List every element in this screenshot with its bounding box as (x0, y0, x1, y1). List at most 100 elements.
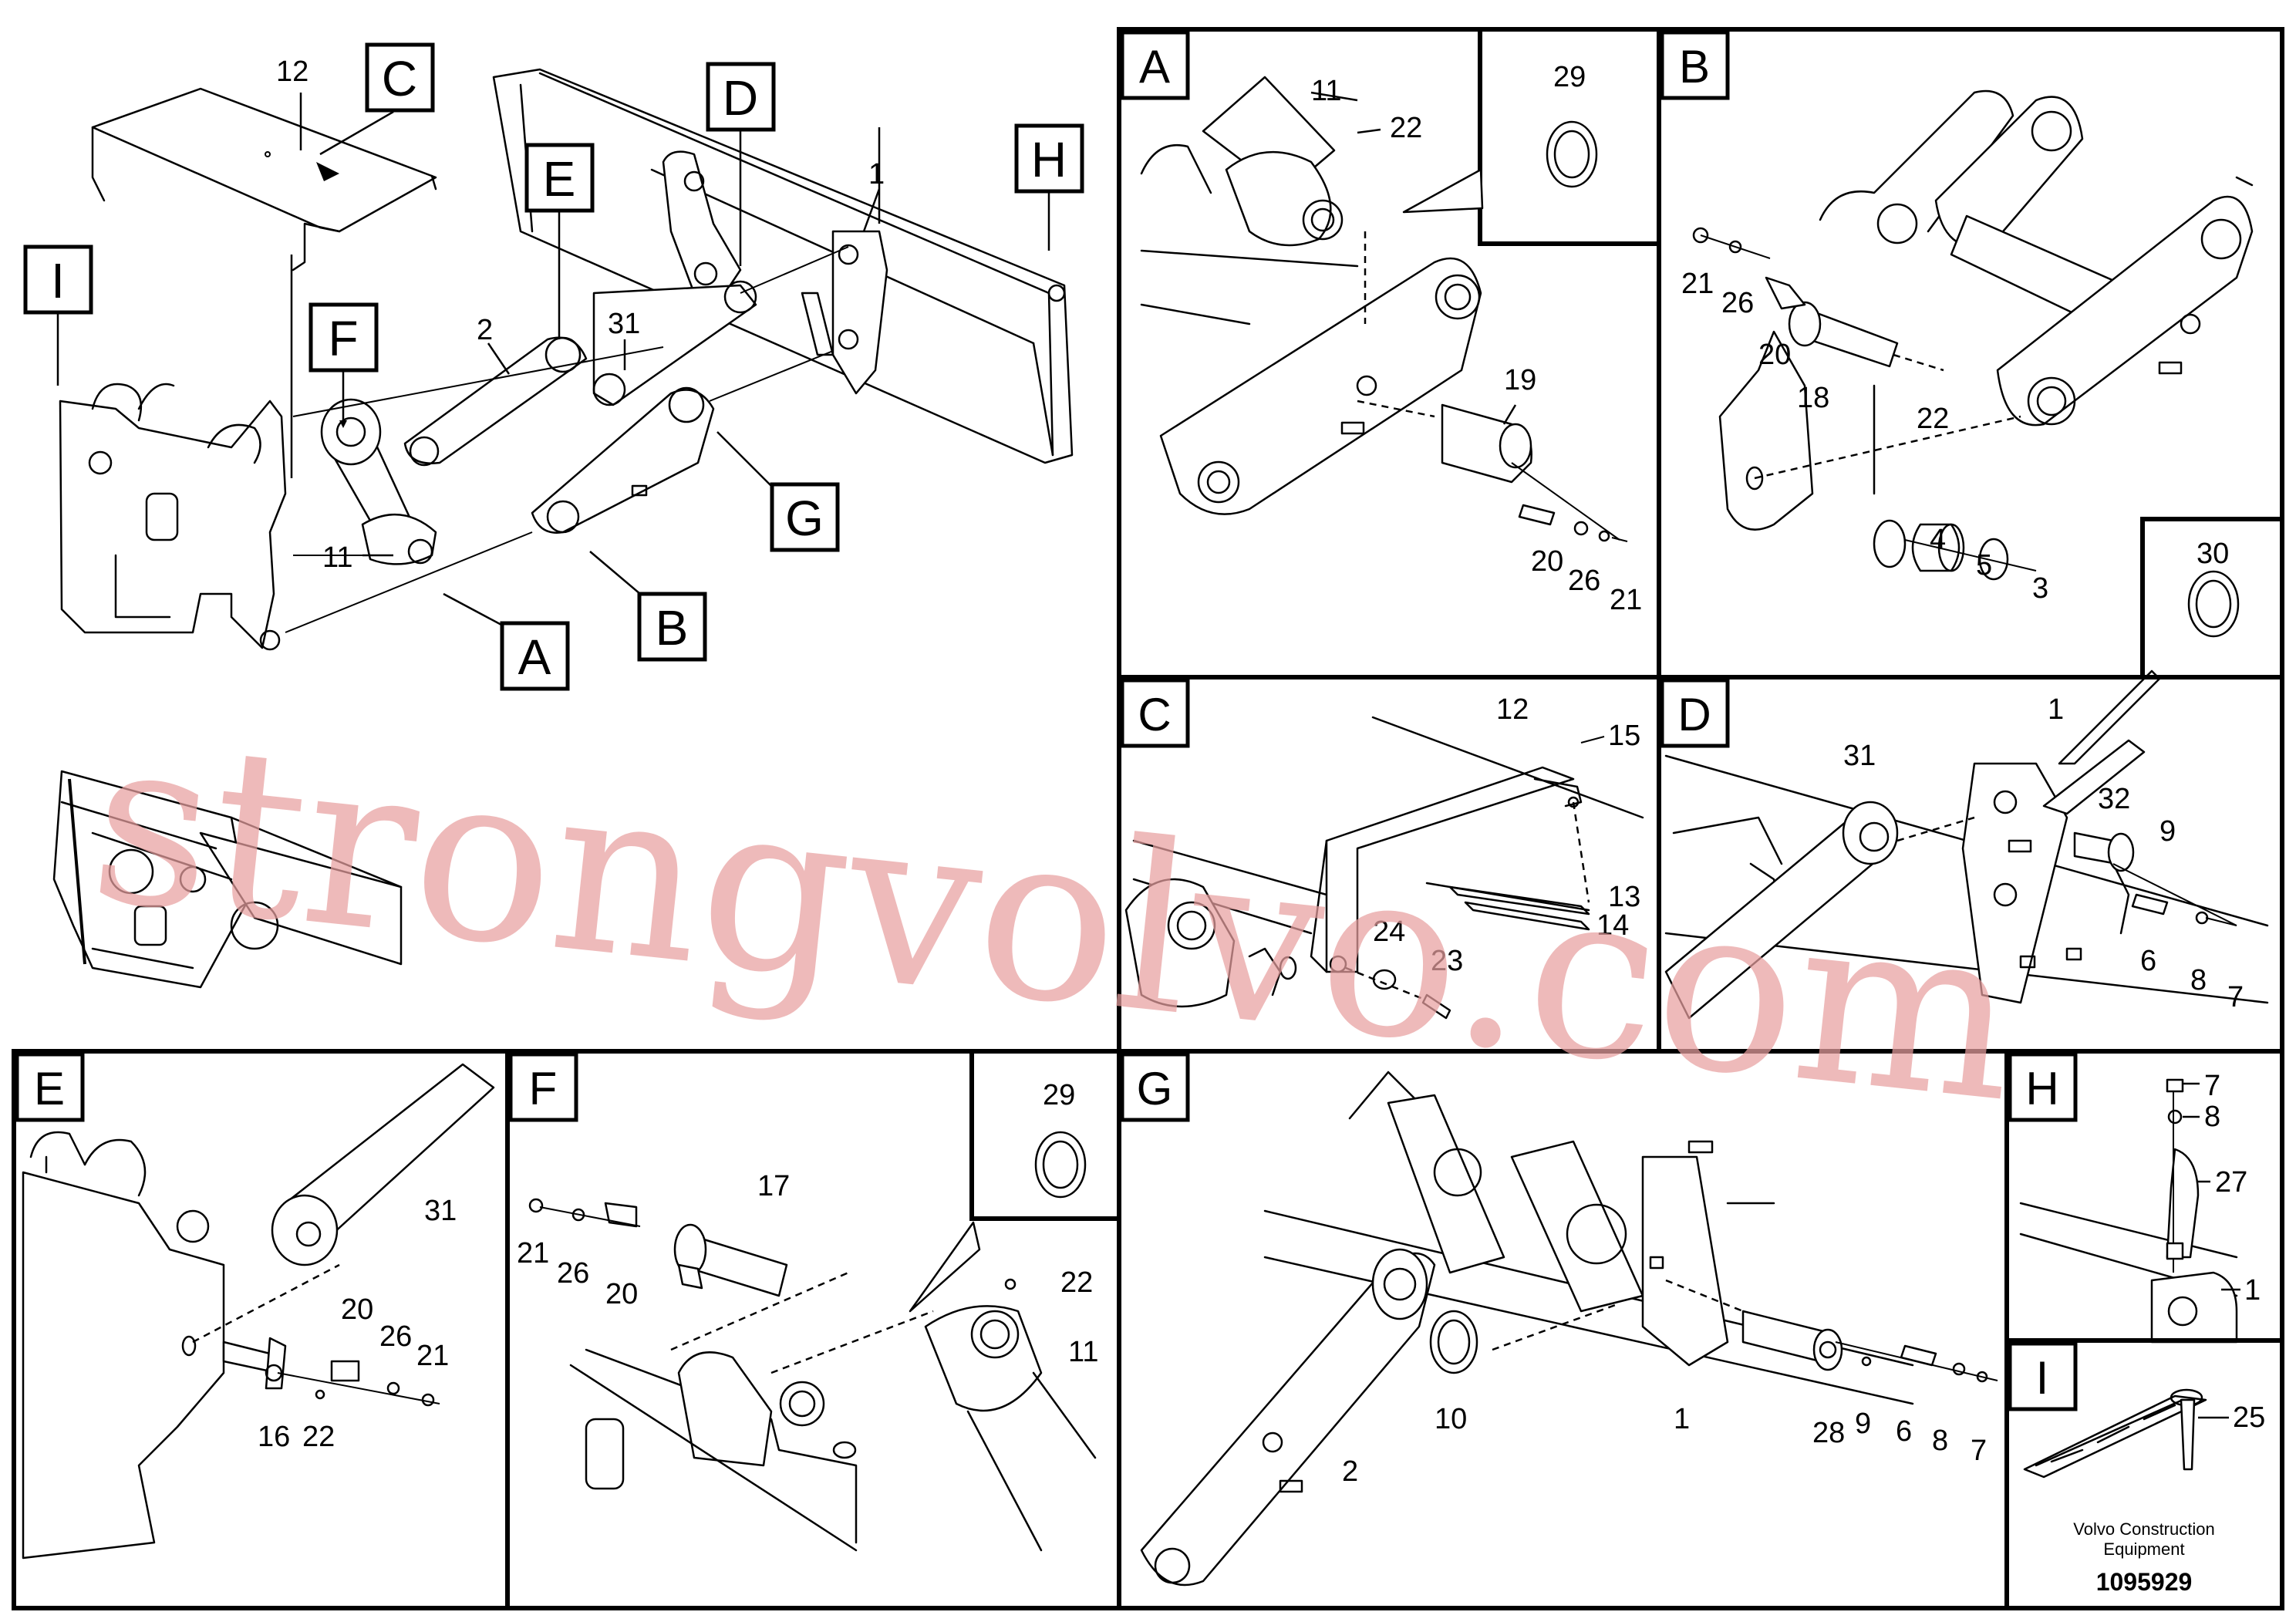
part-number: 12 (1496, 693, 1529, 726)
part-number: 19 (1504, 364, 1536, 396)
part-number: 24 (1373, 916, 1405, 948)
part-number: 28 (1812, 1417, 1845, 1449)
panel-d-numbers: 1 31 32 9 6 8 7 (1843, 693, 2244, 1013)
tag-c (365, 42, 435, 113)
panel-e-letter: E (34, 1063, 65, 1114)
part-number: 21 (1610, 584, 1642, 616)
panel-d-letter: D (1677, 689, 1711, 740)
tag-g (770, 482, 840, 552)
panel-i-numbers: 25 (2198, 1401, 2265, 1434)
part-number: 6 (2140, 945, 2156, 977)
panel-f-letter: F (529, 1063, 558, 1114)
panel-g-letter: G (1137, 1063, 1173, 1114)
part-number: 21 (1681, 268, 1714, 300)
panel-f-numbers: 29 17 21 26 20 22 11 (517, 1079, 1098, 1368)
part-number: 1 (2244, 1274, 2261, 1307)
part-number: 31 (424, 1195, 457, 1227)
part-number: 15 (1608, 720, 1640, 752)
panel-g-numbers: 2 10 1 28 9 6 8 7 (1342, 1403, 1987, 1488)
tag-d (706, 62, 776, 132)
part-number: 11 (322, 541, 352, 574)
panel-h-numbers: 7 8 27 1 (2183, 1070, 2261, 1307)
part-number: 18 (1797, 382, 1829, 414)
tag-e (524, 143, 595, 213)
company-name-line1: Volvo Construction (2073, 1519, 2214, 1539)
footer: Volvo Construction Equipment 1095929 (2073, 1519, 2214, 1596)
part-number: 7 (1971, 1435, 1987, 1467)
part-number: 20 (605, 1278, 638, 1310)
panel-c-letter: C (1138, 689, 1171, 740)
part-number: 8 (2204, 1101, 2220, 1133)
panel-b-letter: B (1679, 41, 1710, 93)
part-number: 1 (1674, 1403, 1690, 1435)
part-number: 16 (258, 1421, 290, 1453)
part-number: 26 (557, 1257, 589, 1290)
part-number: 26 (1721, 287, 1754, 319)
part-number: 21 (416, 1340, 449, 1372)
detail-panel-a (1117, 27, 1661, 679)
part-number: 22 (1060, 1266, 1093, 1299)
panel-h-letter: H (2025, 1063, 2058, 1114)
part-number: 5 (1976, 549, 1992, 582)
part-number: 30 (2197, 538, 2229, 570)
part-number: 3 (2032, 572, 2048, 605)
overview-part-numbers: 12 1 2 31 11 (276, 56, 885, 574)
part-number: 23 (1431, 945, 1463, 977)
panel-c-numbers: 12 15 13 14 24 23 (1373, 693, 1640, 977)
panel-i-letter: I (2036, 1352, 2049, 1404)
detail-panel-h (2004, 1049, 2284, 1344)
part-number: 21 (517, 1237, 549, 1270)
part-number: 8 (2190, 964, 2207, 996)
detail-panel-e (12, 1049, 510, 1610)
part-number: 22 (302, 1421, 335, 1453)
tag-e-label: E (543, 151, 576, 207)
part-number: 14 (1596, 909, 1629, 942)
part-number: 20 (1531, 545, 1563, 578)
machine-thumbnail (52, 770, 403, 989)
tag-i (23, 244, 93, 315)
tag-d-label: D (723, 70, 758, 126)
part-number: 10 (1435, 1403, 1467, 1435)
part-number: 12 (276, 56, 308, 88)
overview-tags: C D E H I F G A B (23, 42, 1084, 691)
part-number: 11 (1311, 75, 1341, 107)
tag-g-label: G (785, 491, 824, 546)
tag-i-label: I (51, 253, 65, 309)
part-number: 29 (1043, 1079, 1075, 1111)
part-number: 7 (2227, 981, 2244, 1013)
part-number: 26 (379, 1320, 412, 1353)
part-number: 11 (1068, 1336, 1098, 1368)
part-number: 2 (477, 314, 493, 346)
part-number: 22 (1390, 112, 1422, 144)
document-number: 1095929 (2096, 1568, 2193, 1596)
tag-f (308, 302, 379, 373)
part-number: 8 (1932, 1425, 1948, 1457)
panel-b-numbers: 21 26 20 18 22 4 5 3 30 (1681, 268, 2229, 605)
part-number: 9 (2159, 815, 2176, 848)
tag-b-label: B (656, 600, 689, 656)
tag-b (637, 592, 707, 662)
panel-a-letter: A (1139, 41, 1170, 93)
part-number: 6 (1896, 1415, 1912, 1448)
part-number: 9 (1855, 1408, 1871, 1440)
part-number: 25 (2233, 1401, 2265, 1434)
part-number: 7 (2204, 1070, 2220, 1102)
part-number: 1 (2048, 693, 2064, 726)
tag-h-label: H (1031, 132, 1067, 187)
detail-panel-b (1657, 27, 2284, 765)
part-number: 32 (2098, 783, 2130, 815)
panel-a-numbers: 11 22 29 19 20 26 21 (1311, 61, 1642, 616)
tag-f-label: F (328, 311, 358, 366)
part-number: 31 (608, 308, 640, 340)
part-number: 20 (1758, 339, 1791, 371)
overview-assembly (56, 68, 1074, 651)
part-number: 27 (2215, 1166, 2247, 1199)
tag-h (1014, 123, 1084, 194)
panel-letters: A B C D E F G H I (34, 41, 2059, 1404)
part-number: 17 (757, 1170, 790, 1202)
part-number: 2 (1342, 1455, 1358, 1488)
tag-a (500, 621, 570, 691)
detail-panel-c (1117, 675, 1661, 1054)
company-name-line2: Equipment (2103, 1539, 2184, 1559)
